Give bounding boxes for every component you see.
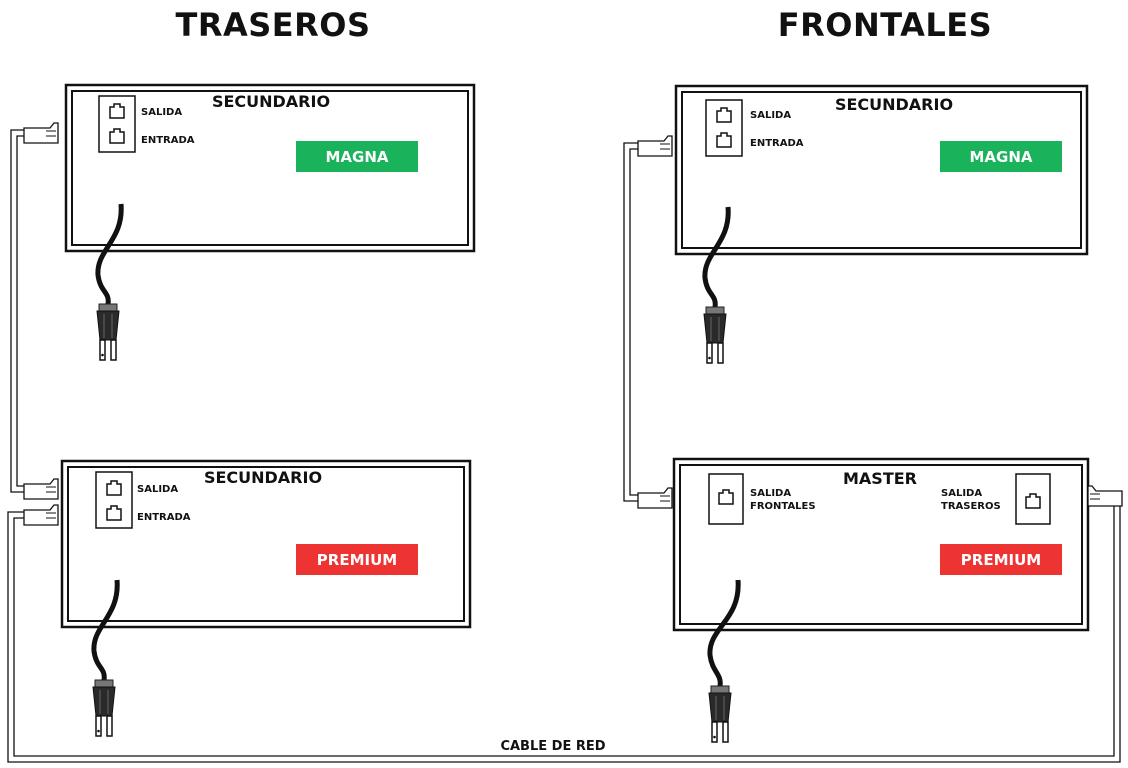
port-panel-master-frontales — [708, 473, 744, 525]
rj45-connector-icon — [23, 504, 59, 526]
port-label-entrada: ENTRADA — [137, 512, 191, 523]
unit-title: SECUNDARIO — [211, 92, 331, 111]
port-label-salida-traseros: SALIDA TRASEROS — [941, 488, 1001, 512]
rj45-connector-icon — [23, 478, 59, 500]
rj45-connector-icon — [637, 487, 673, 509]
port-label-entrada: ENTRADA — [141, 135, 195, 146]
badge-magna: MAGNA — [296, 141, 418, 172]
port-label-salida-frontales: SALIDA FRONTALES — [750, 488, 816, 512]
port-label-entrada: ENTRADA — [750, 138, 804, 149]
unit-title: SECUNDARIO — [834, 95, 954, 114]
rj45-connector-icon — [23, 122, 59, 144]
port-label-salida: SALIDA — [750, 110, 792, 121]
power-cord-frontales-master — [707, 579, 741, 743]
port-panel-master-traseros — [1015, 473, 1051, 525]
unit-title: MASTER — [843, 469, 917, 488]
port-panel-traseros-bottom — [95, 471, 133, 529]
rj45-connector-icon — [637, 135, 673, 157]
power-cord-frontales-top — [702, 206, 731, 364]
port-panel-frontales-top — [705, 99, 743, 157]
heading-traseros: TRASEROS — [175, 6, 371, 44]
cable-label: CABLE DE RED — [500, 739, 606, 754]
rj45-connector-icon — [1087, 485, 1123, 507]
badge-magna: MAGNA — [940, 141, 1062, 172]
port-panel-traseros-top — [98, 95, 136, 153]
power-cord-traseros-top — [95, 203, 124, 361]
badge-premium: PREMIUM — [940, 544, 1062, 575]
power-cord-traseros-bottom — [91, 579, 120, 737]
unit-title: SECUNDARIO — [203, 468, 323, 487]
badge-premium: PREMIUM — [296, 544, 418, 575]
heading-frontales: FRONTALES — [777, 6, 993, 44]
port-label-salida: SALIDA — [141, 107, 183, 118]
port-label-salida: SALIDA — [137, 484, 179, 495]
